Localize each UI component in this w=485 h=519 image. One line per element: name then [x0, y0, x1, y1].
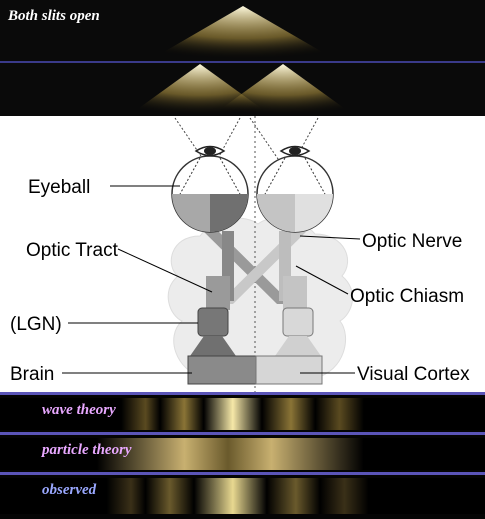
right-lgn: [283, 308, 313, 336]
left-eyeball: [172, 147, 248, 233]
right-eyeball: [257, 147, 333, 233]
visual-pathway-diagram: Eyeball Optic Tract (LGN) Brain Optic Ne…: [0, 116, 485, 392]
brain-label: Brain: [10, 364, 54, 385]
particle-theory-label: particle theory: [42, 442, 132, 459]
slits-label: Both slits open: [8, 8, 100, 25]
strip-divider: [0, 432, 485, 435]
left-visual-cortex: [188, 356, 256, 384]
particle-theory-strip: particle theory: [0, 432, 485, 472]
eyeball-label: Eyeball: [28, 177, 90, 198]
left-lgn: [198, 308, 228, 336]
strip-divider: [0, 392, 485, 395]
wave-theory-label: wave theory: [42, 402, 116, 419]
right-visual-cortex: [256, 356, 322, 384]
strip-divider: [0, 472, 485, 475]
panel-divider: [0, 61, 485, 63]
upper-light-cone: [150, 6, 336, 60]
optic-nerve-label: Optic Nerve: [362, 231, 462, 252]
visual-cortex-label: Visual Cortex: [357, 364, 470, 385]
observed-label: observed: [42, 482, 96, 499]
wave-theory-strip: wave theory: [0, 392, 485, 432]
optic-tract-label: Optic Tract: [26, 240, 119, 261]
optic-chiasm-label: Optic Chiasm: [350, 286, 464, 307]
observed-strip: observed: [0, 472, 485, 519]
lgn-label: (LGN): [10, 314, 62, 335]
slit-illustration-panel: Both slits open: [0, 0, 485, 116]
